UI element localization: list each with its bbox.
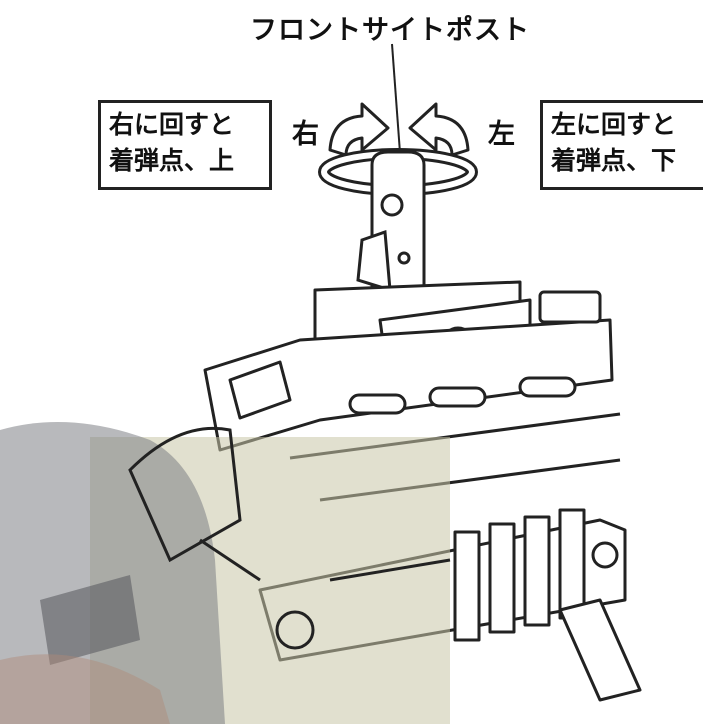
rail-details bbox=[128, 426, 451, 650]
front-sight-post-label: フロントサイトポスト bbox=[250, 15, 530, 46]
direction-right-label: 右 bbox=[292, 119, 319, 150]
left-turn-note-line2: 着弾点、下 bbox=[551, 146, 677, 175]
direction-left-label: 左 bbox=[488, 119, 515, 150]
rotate-right-arrow-icon bbox=[328, 102, 390, 157]
upper-rail bbox=[203, 290, 621, 502]
left-turn-note-line1: 左に回すと bbox=[551, 110, 677, 139]
front-sight-post bbox=[356, 150, 426, 302]
left-turn-note: 左に回すと 着弾点、下 bbox=[540, 100, 703, 190]
photo-overlay bbox=[0, 422, 450, 724]
right-turn-note-line2: 着弾点、上 bbox=[109, 146, 235, 175]
right-turn-note: 右に回すと 着弾点、上 bbox=[98, 100, 272, 190]
right-turn-note-line1: 右に回すと bbox=[109, 110, 235, 139]
rotate-left-arrow-icon bbox=[408, 102, 470, 157]
